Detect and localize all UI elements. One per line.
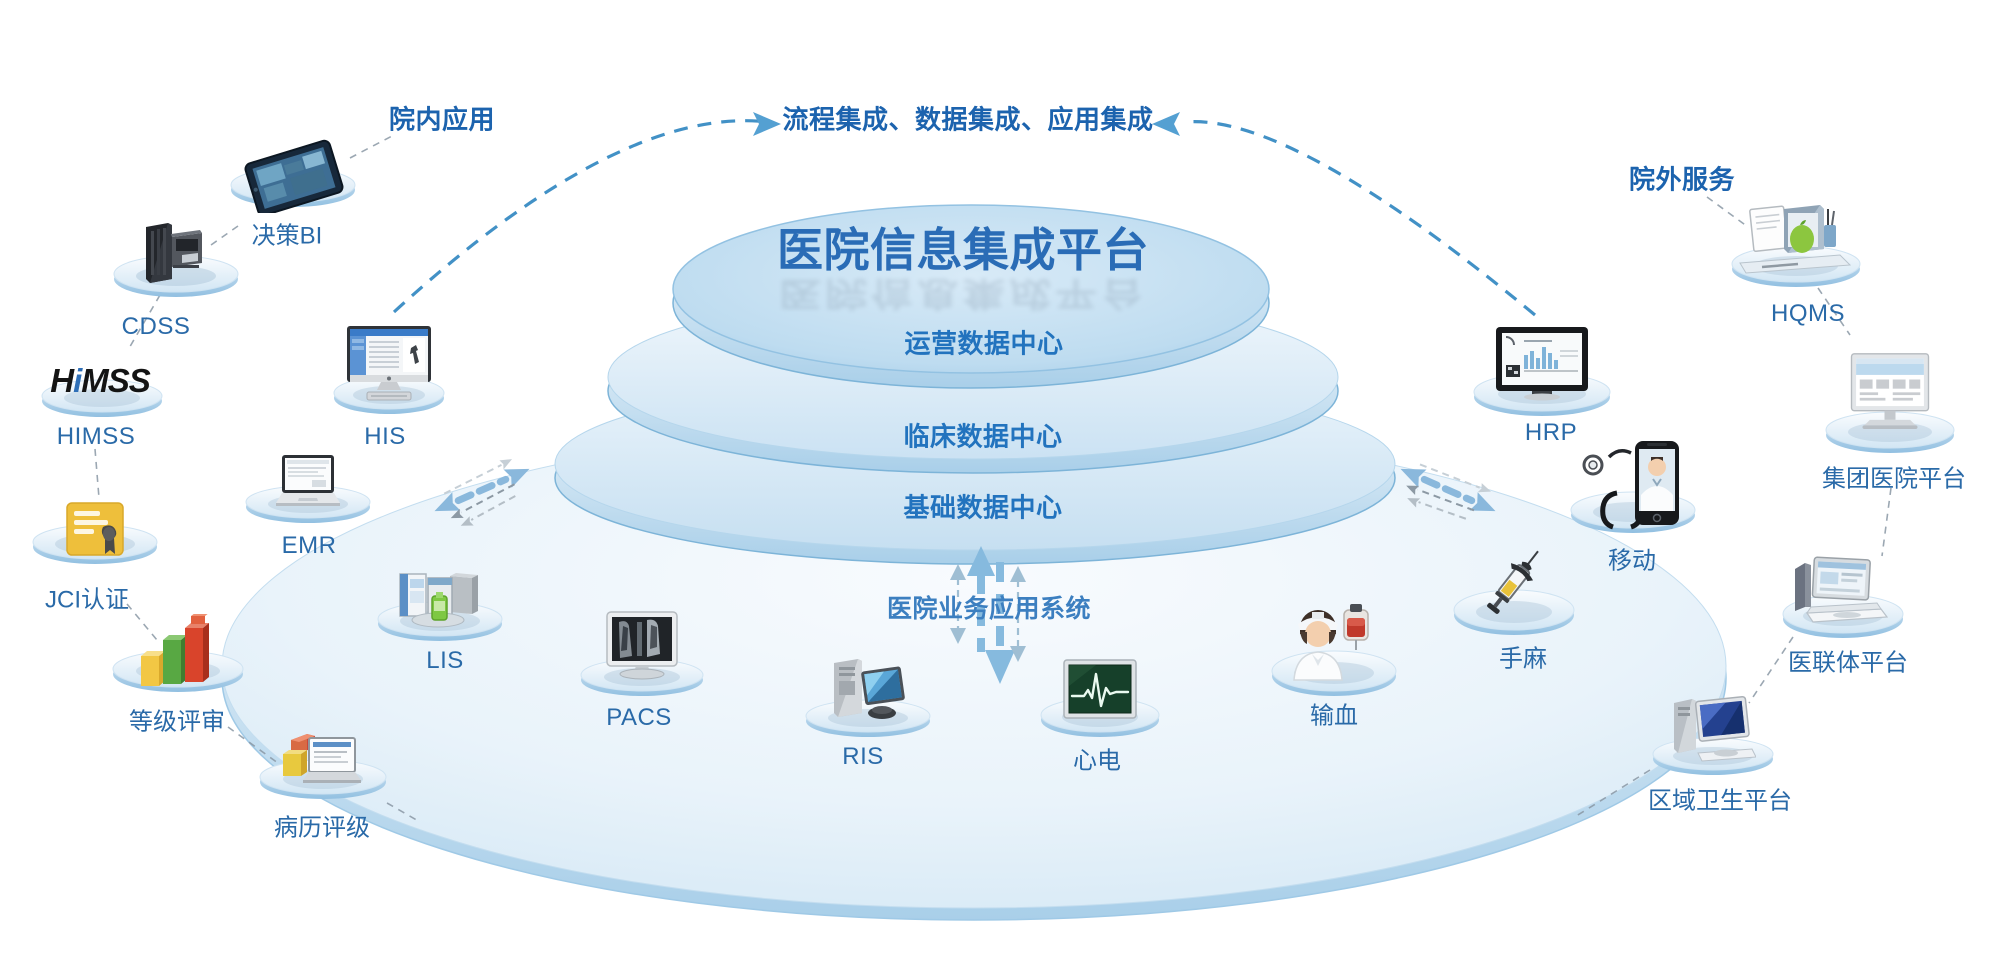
platter	[1453, 589, 1575, 635]
tier-label-basic: 基础数据中心	[903, 492, 1063, 523]
vertical-flow-arrows	[950, 546, 1026, 684]
bar-chart-icon	[141, 614, 209, 686]
desktop-monitor-icon	[347, 326, 431, 401]
platform-title: 医院信息集成平台	[777, 224, 1149, 276]
node-lis-label: LIS	[426, 647, 464, 674]
tier-label-clinical: 临床数据中心	[903, 421, 1063, 452]
header-integration: 流程集成、数据集成、应用集成	[782, 104, 1154, 135]
top-disc	[672, 204, 1270, 389]
record-laptop-icon	[283, 734, 361, 783]
laptop-icon	[276, 455, 340, 506]
platter	[113, 255, 239, 297]
base-disc	[221, 423, 1727, 921]
node-cdss-label: CDSS	[121, 313, 191, 340]
chain-connectors	[94, 135, 1892, 823]
node-group-label: 集团医院平台	[1822, 465, 1966, 493]
dashboard-monitor-icon	[1496, 327, 1588, 401]
web-monitor-icon	[1850, 353, 1930, 429]
node-his-label: HIS	[364, 423, 406, 450]
laptop-docs-icon	[1795, 556, 1889, 623]
header-inside-apps: 院内应用	[388, 104, 496, 135]
xray-monitor-icon	[606, 611, 678, 680]
platter	[1825, 411, 1955, 453]
node-grade-label: 等级评审	[129, 708, 225, 736]
integration-arc-right	[1152, 112, 1537, 317]
desktop-tower-icon	[1674, 695, 1756, 762]
ecg-monitor-icon	[1063, 659, 1137, 719]
server-icon	[146, 223, 202, 283]
node-anesthesia-label: 手麻	[1499, 645, 1547, 673]
nurse-icon	[1293, 604, 1369, 681]
folder-organizer-icon	[1739, 205, 1852, 274]
node-emr-label: EMR	[281, 532, 337, 559]
node-himss-label: HIMSS	[56, 423, 136, 450]
node-ecg-label: 心电	[1073, 747, 1121, 775]
node-hqms-label: HQMS	[1771, 300, 1845, 327]
platform-title-reflection: 医院信息集成平台	[778, 274, 1148, 313]
node-consortium-label: 医联体平台	[1788, 649, 1908, 677]
tier-label-operations: 运营数据中心	[904, 328, 1064, 359]
node-hrp-label: HRP	[1524, 419, 1578, 446]
node-record-label: 病历评级	[274, 814, 370, 842]
node-mobile-label: 移动	[1608, 547, 1656, 575]
node-pacs-label: PACS	[606, 704, 672, 731]
software-boxes-icon	[399, 573, 478, 628]
tablet-icon	[244, 139, 344, 213]
header-outside-services: 院外服务	[1628, 164, 1736, 195]
node-regional-label: 区域卫生平台	[1648, 787, 1792, 815]
syringe-icon	[1487, 550, 1539, 614]
workstation-icon	[834, 659, 905, 719]
smartphone-icon	[1582, 441, 1679, 530]
node-bi-label: 决策BI	[251, 222, 323, 250]
node-ris-label: RIS	[842, 743, 884, 770]
node-blood-label: 输血	[1310, 702, 1358, 730]
certificate-icon	[66, 502, 124, 556]
himss-logo-text: HiMSS	[50, 362, 151, 399]
base-disc-label: 医院业务应用系统	[886, 595, 1092, 623]
platter	[41, 379, 163, 417]
node-jci-label: JCI认证	[45, 586, 129, 614]
integration-arc-left	[392, 112, 781, 314]
